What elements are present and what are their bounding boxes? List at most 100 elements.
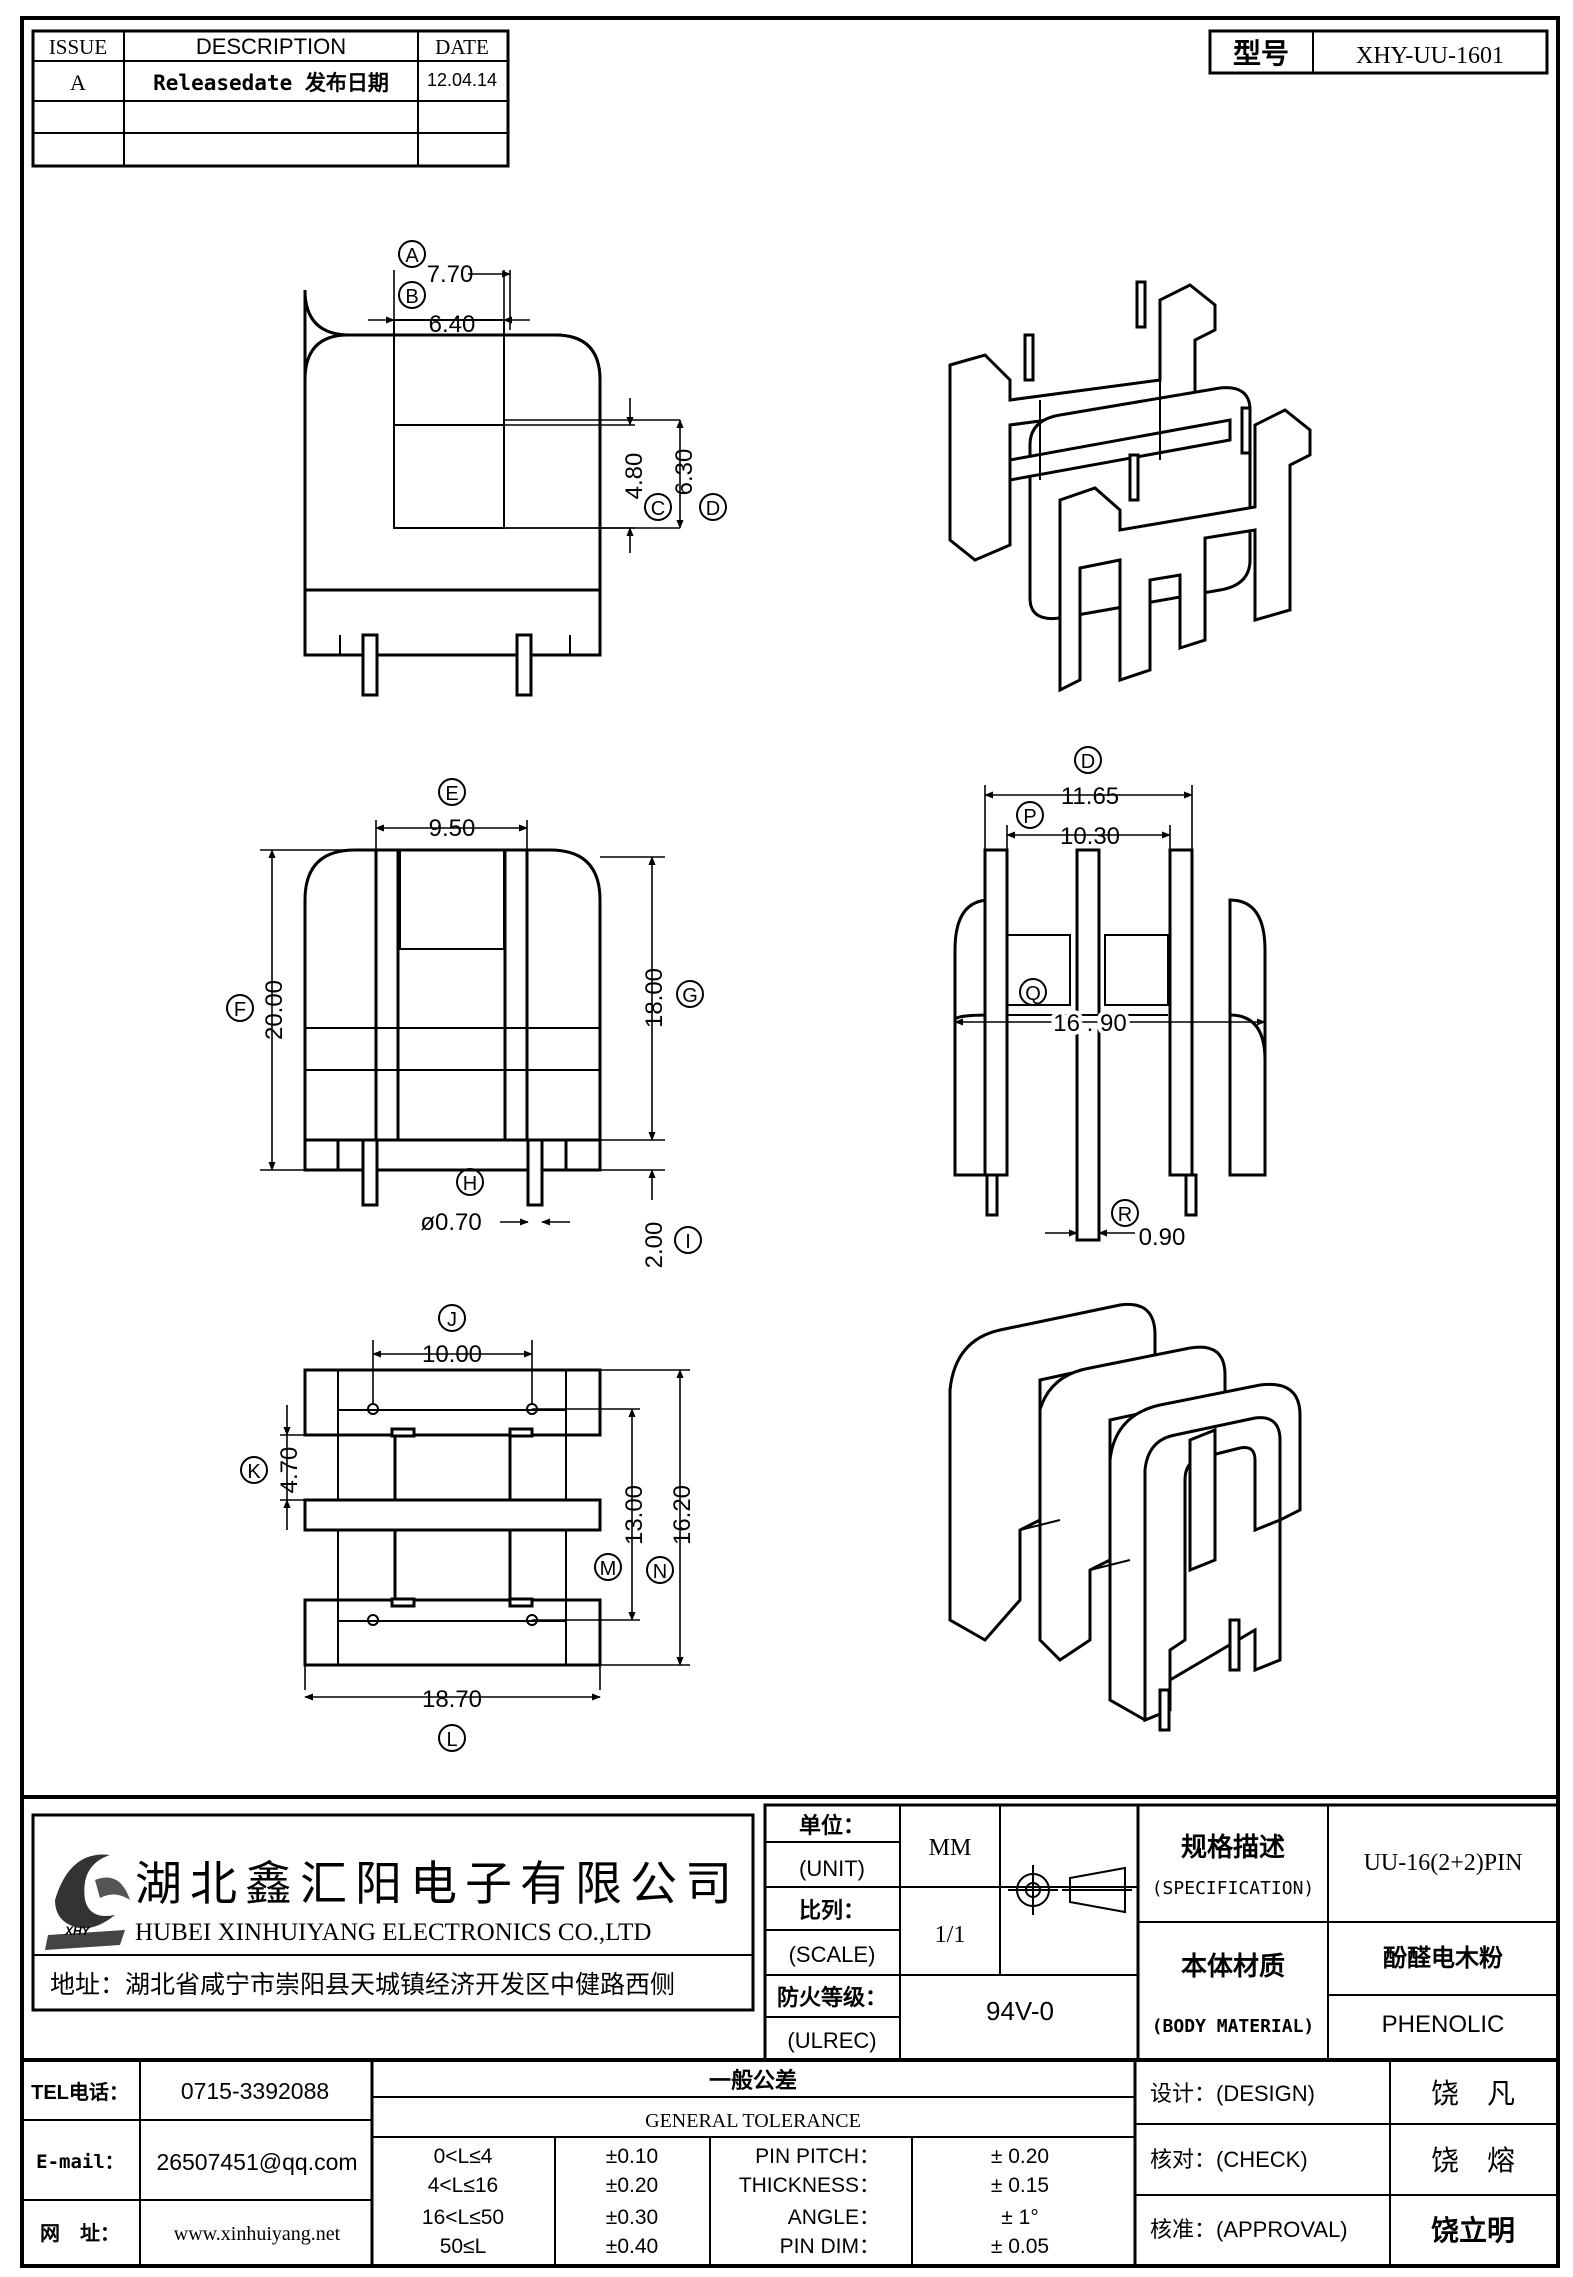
tol-item-2: ANGLE： (788, 2206, 880, 2229)
model-value: XHY-UU-1601 (1356, 43, 1504, 69)
tol-item-3: PIN DIM： (780, 2235, 880, 2258)
rev-header-description: DESCRIPTION (196, 34, 346, 59)
material-value-cn: 酚醛电木粉 (1383, 1945, 1503, 1972)
spec-value: UU-16(2+2)PIN (1364, 1850, 1523, 1876)
rev-header-issue: ISSUE (49, 35, 107, 59)
tol-value-3: ±0.40 (606, 2235, 658, 2258)
marker-i: I (685, 1231, 691, 1253)
marker-h: H (463, 1173, 477, 1195)
scale-label-en: (SCALE) (789, 1942, 876, 1967)
check-label: 核对：(CHECK) (1150, 2147, 1308, 2172)
email-label: E-mail： (36, 2151, 124, 2173)
isometric-view-top (948, 280, 1312, 693)
tol-item-0: PIN PITCH： (755, 2145, 880, 2168)
web-label: 网 址： (40, 2222, 120, 2245)
fire-label-cn: 防火等级： (777, 1985, 887, 2010)
marker-l: L (446, 1729, 457, 1751)
dim-b-value: 6.40 (429, 311, 476, 338)
marker-g: G (682, 985, 698, 1007)
company-logo-text: XHY (64, 1924, 91, 1938)
tol-item-1: THICKNESS： (739, 2174, 880, 2197)
tol-range-2: 16<L≤50 (422, 2206, 504, 2229)
dim-q-value: 16 . 90 (1053, 1010, 1126, 1037)
dim-r-value: 0.90 (1139, 1224, 1186, 1251)
tel-value: 0715-3392088 (181, 2078, 329, 2104)
tol-value-2: ±0.30 (606, 2206, 658, 2229)
company-name-cn: 湖北鑫汇阳电子有限公司 (135, 1857, 740, 1910)
fire-label-en: (ULREC) (787, 2028, 876, 2053)
design-label: 设计：(DESIGN) (1150, 2081, 1315, 2106)
dim-e-value: 9.50 (429, 815, 476, 842)
side-view (953, 848, 1267, 1242)
dimension-labels: 7.70 6.40 4.80 6.30 9.50 20.00 18.00 ø0.… (261, 261, 1185, 1713)
marker-d: D (706, 498, 720, 520)
isometric-view-bottom (948, 1302, 1302, 1732)
company-address: 地址：湖北省咸宁市崇阳县天城镇经济开发区中健路西侧 (50, 1971, 675, 1999)
marker-r: R (1118, 1204, 1132, 1226)
dim-c-value: 4.80 (621, 453, 648, 500)
marker-j: J (447, 1309, 457, 1331)
unit-value: MM (929, 1835, 972, 1861)
dim-n-value: 16.20 (669, 1485, 696, 1545)
top-view (303, 289, 680, 697)
reference-markers: A B C D E F G H I J K L M N D P Q R (226, 240, 1139, 1752)
model-label: 型号 (1233, 38, 1289, 69)
dim-d-value: 6.30 (671, 449, 698, 496)
material-label-cn: 本体材质 (1181, 1951, 1285, 1981)
check-name: 饶 熔 (1431, 2145, 1515, 2176)
tol-value-0: ±0.10 (606, 2145, 658, 2168)
tol-range-1: 4<L≤16 (428, 2174, 499, 2197)
tol-range-3: 50≤L (440, 2235, 487, 2258)
rev-date-a: 12.04.14 (427, 70, 497, 90)
company-logo: XHY (45, 1854, 130, 1950)
approval-name: 饶立明 (1431, 2214, 1515, 2246)
dim-p-value: 10.30 (1060, 823, 1120, 850)
tolerance-title-en: GENERAL TOLERANCE (645, 2110, 861, 2132)
marker-a: A (405, 245, 419, 267)
unit-label-cn: 单位： (799, 1813, 865, 1838)
front-view (303, 848, 602, 1207)
tolerance-title-cn: 一般公差 (709, 2068, 797, 2093)
revision-table: ISSUE DESCRIPTION DATE A Releasedate 发布日… (31, 29, 510, 168)
dim-h-value: ø0.70 (420, 1209, 481, 1236)
unit-label-en: (UNIT) (799, 1856, 865, 1881)
marker-k: K (247, 1461, 261, 1483)
projection-symbol (1008, 1865, 1132, 1915)
spec-label-cn: 规格描述 (1181, 1832, 1285, 1862)
marker-b: B (405, 286, 418, 308)
marker-c: C (651, 498, 665, 520)
dim-a-value: 7.70 (427, 261, 474, 288)
dimension-lines (260, 270, 1266, 1701)
dim-d2-value: 11.65 (1061, 783, 1119, 810)
title-block: XHY 湖北鑫汇阳电子有限公司 HUBEI XINHUIYANG ELECTRO… (20, 1795, 1560, 2268)
company-name-en: HUBEI XINHUIYANG ELECTRONICS CO.,LTD (135, 1919, 651, 1946)
material-label-en: (BODY MATERIAL) (1152, 2016, 1315, 2037)
dim-l-value: 18.70 (422, 1686, 482, 1713)
dim-k-value: 4.70 (276, 1447, 303, 1494)
scale-value: 1/1 (935, 1922, 966, 1948)
marker-d-side: D (1081, 751, 1095, 773)
dim-g-value: 18.00 (641, 968, 668, 1028)
model-box: 型号 XHY-UU-1601 (1208, 29, 1549, 75)
tol-item-value-0: ± 0.20 (991, 2145, 1049, 2168)
tol-item-value-2: ± 1° (1001, 2206, 1038, 2229)
marker-e: E (445, 783, 458, 805)
material-value-en: PHENOLIC (1382, 2011, 1505, 2038)
email-value: 26507451@qq.com (156, 2149, 357, 2175)
rev-header-date: DATE (435, 35, 489, 59)
rev-description-a: Releasedate 发布日期 (153, 71, 389, 95)
rev-issue-a: A (70, 70, 86, 95)
marker-f: F (234, 999, 246, 1021)
tolerance-rows: 0<L≤4 ±0.10 PIN PITCH： ± 0.20 4<L≤16 ±0.… (422, 2145, 1049, 2258)
dim-f-value: 20.00 (261, 980, 288, 1040)
spec-label-en: (SPECIFICATION) (1152, 1878, 1315, 1899)
marker-m: M (600, 1558, 617, 1580)
marker-n: N (653, 1561, 667, 1583)
tol-range-0: 0<L≤4 (434, 2145, 493, 2168)
marker-q: Q (1025, 983, 1041, 1005)
approval-label: 核准：(APPROVAL) (1150, 2217, 1348, 2242)
dim-j-value: 10.00 (422, 1341, 482, 1368)
tol-item-value-1: ± 0.15 (991, 2174, 1049, 2197)
bottom-view (303, 1368, 602, 1667)
